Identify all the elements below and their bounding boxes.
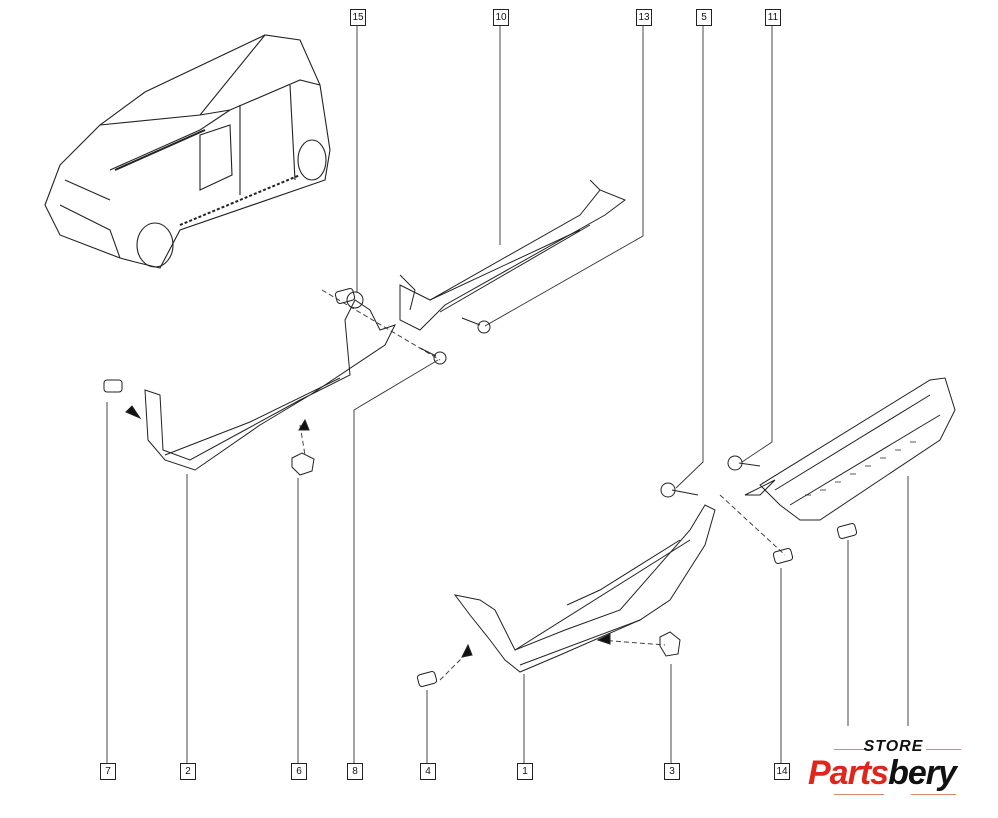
vehicle-illustration [44,34,331,269]
partsbery-store-logo: STORE Partsbery [806,738,981,798]
callout-2[interactable]: 2 [180,763,196,780]
arrow-heads [125,405,611,658]
callout-7[interactable]: 7 [100,763,116,780]
callout-11[interactable]: 11 [765,9,781,26]
step-plate [744,377,956,521]
logo-brand-black: bery [888,754,957,792]
assembly-lines [299,289,786,681]
logo-brand: Partsbery [808,754,957,793]
callout-15[interactable]: 15 [350,9,366,26]
callout-13[interactable]: 13 [636,9,652,26]
part-10-trim [399,179,627,331]
leader-lines [106,25,909,763]
callout-4[interactable]: 4 [420,763,436,780]
callout-8[interactable]: 8 [347,763,363,780]
logo-store-text: STORE [863,738,924,755]
part-1-trim [453,504,716,673]
part-2-trim [144,291,396,471]
callout-1[interactable]: 1 [517,763,533,780]
small-parts [103,288,858,687]
callout-10[interactable]: 10 [493,9,509,26]
logo-brand-red: Parts [808,754,889,792]
callout-14[interactable]: 14 [774,763,790,780]
callout-3[interactable]: 3 [664,763,680,780]
callout-5[interactable]: 5 [696,9,712,26]
callout-6[interactable]: 6 [291,763,307,780]
